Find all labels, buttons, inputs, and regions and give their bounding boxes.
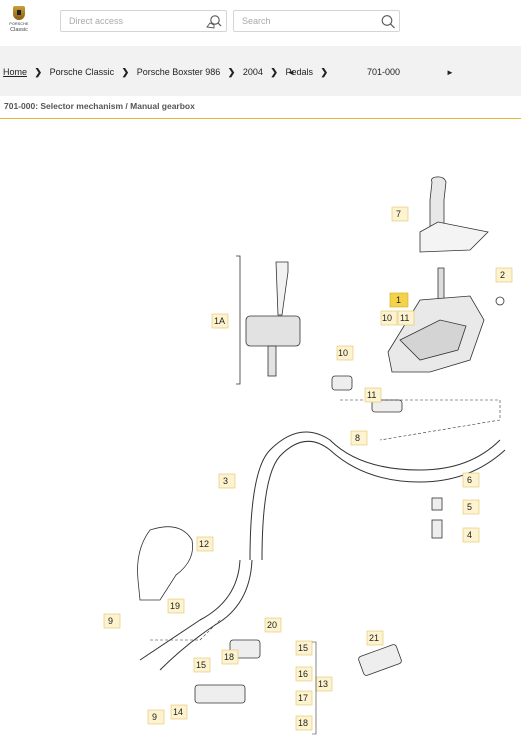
porsche-classic-logo[interactable]: PORSCHE Classic xyxy=(2,6,36,40)
search-box[interactable] xyxy=(233,10,400,32)
search-input[interactable] xyxy=(242,16,342,26)
logo-brand-text: PORSCHE xyxy=(9,22,29,26)
callout-20[interactable]: 20 xyxy=(264,617,282,633)
callout-14[interactable]: 14 xyxy=(170,704,188,720)
next-part-icon[interactable]: ► xyxy=(446,68,454,77)
parts-diagram: 1 1A 2 3 4 5 6 7 8 9 9 10 10 11 11 12 13… xyxy=(103,176,513,735)
breadcrumb-boxster-986[interactable]: Porsche Boxster 986 xyxy=(136,67,221,77)
callout-3[interactable]: 3 xyxy=(218,473,236,489)
svg-text:19: 19 xyxy=(170,601,180,611)
accent-divider xyxy=(0,118,521,119)
callout-15-b[interactable]: 15 xyxy=(193,657,211,673)
callout-18-a[interactable]: 18 xyxy=(221,649,239,665)
callout-9-a[interactable]: 9 xyxy=(103,613,121,629)
svg-text:8: 8 xyxy=(355,433,360,443)
callout-18-b[interactable]: 18 xyxy=(295,715,313,731)
bracket-drawing xyxy=(137,526,194,601)
direct-access-box[interactable] xyxy=(60,10,227,32)
leader-lines xyxy=(150,399,501,641)
callout-17[interactable]: 17 xyxy=(295,690,313,706)
breadcrumb-porsche-classic[interactable]: Porsche Classic xyxy=(49,67,115,77)
logo-sub-text: Classic xyxy=(10,27,28,33)
previous-part-icon[interactable]: ◄ xyxy=(287,68,295,77)
svg-text:7: 7 xyxy=(396,209,401,219)
direct-access-input[interactable] xyxy=(69,16,169,26)
callout-7[interactable]: 7 xyxy=(391,206,409,222)
current-part-number: 701-000 xyxy=(367,67,401,77)
callout-6[interactable]: 6 xyxy=(462,472,480,488)
callout-15-a[interactable]: 15 xyxy=(295,640,313,656)
svg-text:18: 18 xyxy=(224,652,234,662)
callout-11-b[interactable]: 11 xyxy=(364,387,382,403)
page-title: 701-000: Selector mechanism / Manual gea… xyxy=(4,101,195,111)
svg-text:11: 11 xyxy=(367,390,376,400)
callout-21[interactable]: 21 xyxy=(366,630,384,646)
callout-11-a[interactable]: 11 xyxy=(397,310,415,326)
svg-text:5: 5 xyxy=(467,502,472,512)
svg-text:21: 21 xyxy=(369,633,379,643)
svg-text:6: 6 xyxy=(467,475,472,485)
svg-text:2: 2 xyxy=(500,270,505,280)
breadcrumb-home[interactable]: Home xyxy=(3,67,28,77)
svg-text:1A: 1A xyxy=(214,316,225,326)
callout-9-b[interactable]: 9 xyxy=(147,709,165,725)
callout-4[interactable]: 4 xyxy=(462,527,480,543)
breadcrumb-separator-icon: ❯ xyxy=(270,67,278,77)
search-icon[interactable] xyxy=(380,14,396,30)
svg-text:18: 18 xyxy=(298,718,308,728)
svg-text:14: 14 xyxy=(173,707,183,717)
direct-access-search-icon[interactable] xyxy=(206,14,222,30)
breadcrumb-year[interactable]: 2004 xyxy=(242,67,263,77)
callout-10-a[interactable]: 10 xyxy=(380,310,398,326)
callout-12[interactable]: 12 xyxy=(196,536,214,552)
svg-text:17: 17 xyxy=(298,693,308,703)
svg-text:15: 15 xyxy=(298,643,308,653)
svg-text:9: 9 xyxy=(108,616,113,626)
callout-10-b[interactable]: 10 xyxy=(336,345,354,361)
breadcrumb-separator-icon: ❯ xyxy=(34,67,43,77)
callout-1[interactable]: 1 xyxy=(389,292,409,308)
svg-text:1: 1 xyxy=(396,295,401,305)
callout-19[interactable]: 19 xyxy=(167,598,185,614)
svg-text:10: 10 xyxy=(382,313,392,323)
shift-cable-drawing xyxy=(139,431,506,671)
group-13-bracket xyxy=(312,641,317,735)
callout-5[interactable]: 5 xyxy=(462,499,480,515)
callout-8[interactable]: 8 xyxy=(350,430,368,446)
gear-knob-drawing xyxy=(419,176,489,253)
breadcrumb-separator-icon: ❯ xyxy=(121,67,130,77)
callout-13[interactable]: 13 xyxy=(315,676,333,692)
svg-text:12: 12 xyxy=(199,539,209,549)
callout-2[interactable]: 2 xyxy=(495,267,513,283)
hand-lever-drawing xyxy=(236,255,301,385)
porsche-crest-icon xyxy=(13,6,25,20)
svg-text:15: 15 xyxy=(196,660,206,670)
svg-text:4: 4 xyxy=(467,530,472,540)
svg-text:13: 13 xyxy=(318,679,328,689)
breadcrumb-pedals[interactable]: Pedals xyxy=(285,67,313,77)
svg-text:3: 3 xyxy=(223,476,228,486)
svg-text:9: 9 xyxy=(152,712,157,722)
breadcrumb-separator-icon: ❯ xyxy=(227,67,236,77)
callout-1a[interactable]: 1A xyxy=(211,313,229,329)
breadcrumb-separator-icon: ❯ xyxy=(320,67,329,77)
breadcrumb-bar xyxy=(0,46,521,96)
small-parts-drawing xyxy=(194,375,443,704)
breadcrumb: Home ❯ Porsche Classic ❯ Porsche Boxster… xyxy=(3,67,333,78)
svg-text:11: 11 xyxy=(400,313,409,323)
svg-text:20: 20 xyxy=(267,620,277,630)
svg-text:16: 16 xyxy=(298,669,308,679)
svg-text:10: 10 xyxy=(338,348,348,358)
site-header: PORSCHE Classic xyxy=(0,0,521,46)
callout-16[interactable]: 16 xyxy=(295,666,313,682)
